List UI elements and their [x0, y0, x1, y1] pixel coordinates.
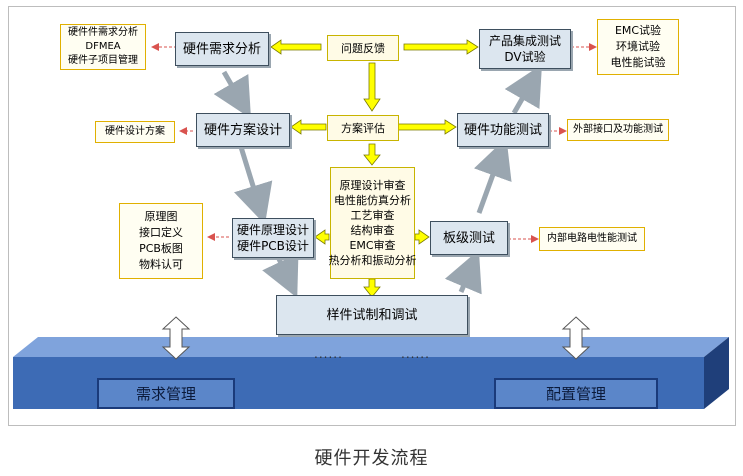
function-test-note: 外部接口及功能测试 — [567, 119, 669, 141]
review-item: 结构审查 — [350, 224, 395, 237]
evaluation-label: 方案评估 — [341, 121, 385, 135]
feedback-label: 问题反馈 — [341, 41, 385, 55]
note-line: 硬件子项目管理 — [68, 55, 138, 66]
feedback-box: 问题反馈 — [327, 35, 399, 61]
requirements-label: 硬件需求分析 — [182, 41, 261, 57]
schematic-label: 硬件原理设计 — [236, 223, 309, 237]
function-test-label: 硬件功能测试 — [463, 122, 542, 138]
note-line: 接口定义 — [139, 226, 183, 239]
note-line: DFMEA — [85, 41, 121, 52]
requirements-box: 硬件需求分析 — [175, 32, 269, 66]
solution-note: 硬件设计方案 — [95, 121, 175, 143]
evaluation-box: 方案评估 — [327, 115, 399, 141]
note-line: 内部电路电性能测试 — [547, 233, 637, 244]
prototype-label: 样件试制和调试 — [326, 307, 418, 323]
review-item: 工艺审查 — [350, 209, 395, 222]
requirements-mgmt-box: 需求管理 — [97, 378, 235, 409]
pcb-label: 硬件PCB设计 — [237, 239, 309, 253]
config-mgmt-label: 配置管理 — [545, 385, 606, 403]
solution-design-label: 硬件方案设计 — [203, 122, 282, 138]
note-line: 原理图 — [144, 210, 178, 223]
note-line: 外部接口及功能测试 — [573, 124, 663, 135]
solution-design-box: 硬件方案设计 — [196, 113, 290, 147]
note-arrows — [151, 43, 597, 243]
function-test-box: 硬件功能测试 — [457, 113, 549, 147]
dv-label: DV试验 — [504, 50, 546, 64]
note-line: 环境试验 — [616, 40, 660, 53]
config-mgmt-box: 配置管理 — [494, 378, 658, 409]
v-right-arrows — [444, 64, 542, 295]
note-line: PCB板图 — [139, 242, 183, 255]
review-list-box: 原理设计审查 电性能仿真分析 工艺审查 结构审查 EMC审查 热分析和振动分析 — [328, 167, 417, 279]
v-left-arrows — [213, 70, 299, 299]
schematic-note: 原理图 接口定义 PCB板图 物料认可 — [119, 203, 203, 279]
integration-note: EMC试验 环境试验 电性能试验 — [597, 19, 679, 75]
integration-label: 产品集成测试 — [488, 34, 561, 48]
review-item: EMC审查 — [349, 239, 396, 252]
figure-caption: 硬件开发流程 — [314, 448, 429, 469]
integration-test-box: 产品集成测试 DV试验 — [479, 29, 571, 69]
yellow-arrows — [270, 39, 479, 298]
note-line: 硬件件需求分析 — [68, 27, 138, 38]
ellipsis-left: ...... — [314, 347, 343, 361]
board-test-box: 板级测试 — [430, 221, 508, 255]
note-line: EMC试验 — [614, 24, 662, 37]
review-item: 原理设计审查 — [339, 179, 406, 192]
ellipsis-right: ...... — [401, 347, 430, 361]
note-line: 电性能试验 — [610, 56, 666, 69]
board-test-note: 内部电路电性能测试 — [539, 227, 645, 251]
schematic-pcb-box: 硬件原理设计 硬件PCB设计 — [232, 218, 314, 258]
diagram-frame: 问题反馈 方案评估 原理设计审查 电性能仿真分析 工艺审查 结构审查 EMC审查… — [8, 6, 736, 426]
updown-arrows — [161, 316, 591, 360]
requirements-note: 硬件件需求分析 DFMEA 硬件子项目管理 — [60, 24, 146, 70]
review-item: 电性能仿真分析 — [334, 194, 411, 207]
review-item: 热分析和振动分析 — [328, 254, 417, 267]
requirements-mgmt-label: 需求管理 — [135, 385, 196, 403]
board-test-label: 板级测试 — [442, 230, 495, 246]
note-line: 硬件设计方案 — [105, 126, 165, 137]
prototype-box: 样件试制和调试 — [276, 295, 468, 335]
note-line: 物料认可 — [139, 258, 183, 271]
